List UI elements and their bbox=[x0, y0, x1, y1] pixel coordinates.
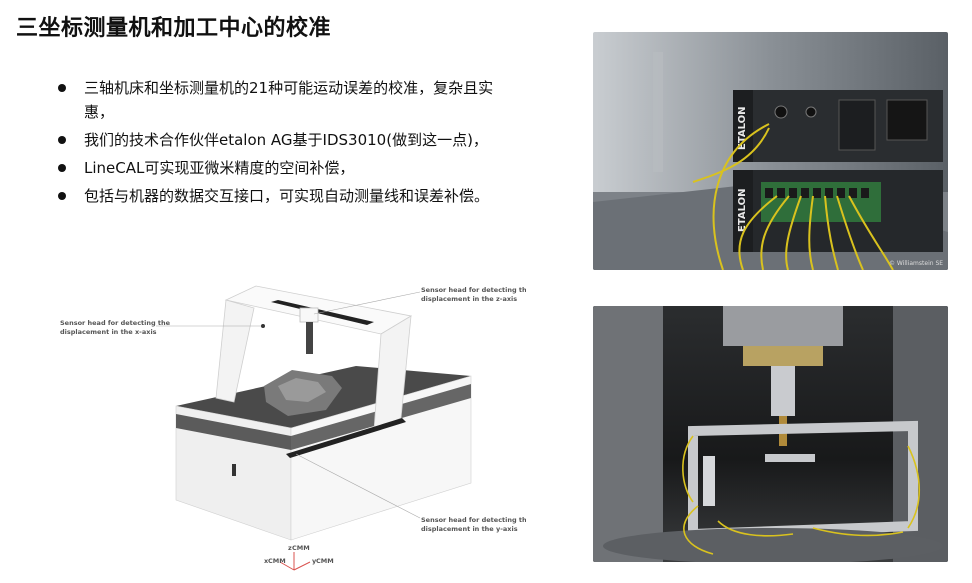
page-title: 三坐标测量机和加工中心的校准 bbox=[16, 16, 332, 41]
rotary-table bbox=[603, 528, 943, 562]
spindle-head bbox=[723, 306, 843, 346]
front-rail bbox=[286, 418, 406, 458]
bullet-item: LineCAL可实现亚微米精度的空间补偿， bbox=[56, 156, 516, 180]
annotation-x-line2: displacement in the x-axis bbox=[60, 328, 157, 336]
sensor-x-dot bbox=[261, 324, 265, 328]
gantry-left-leg bbox=[215, 299, 255, 403]
annotation-y-line2: displacement in the y-axis bbox=[421, 525, 518, 533]
svg-text:CMM: CMM bbox=[268, 557, 286, 565]
photo-credit: © Williamstein SE bbox=[889, 260, 943, 267]
probe-spindle bbox=[306, 322, 313, 354]
annotation-z-line2: displacement in the z-axis bbox=[421, 295, 517, 303]
annotation-x-line1: Sensor head for detecting the bbox=[60, 319, 171, 327]
axis-x-label: x bbox=[264, 557, 269, 565]
svg-text:CMM: CMM bbox=[292, 544, 310, 552]
etalon-brand-lower: ETALON bbox=[737, 188, 748, 232]
axis-z-label: z bbox=[288, 544, 292, 552]
etalon-device-photo: ETALON ETALON © Williamstein SE bbox=[593, 32, 948, 270]
cmm-base-side bbox=[290, 375, 472, 541]
gantry-right-leg bbox=[373, 315, 412, 431]
cmm-slot bbox=[232, 464, 236, 476]
axis-y-label: y bbox=[312, 557, 317, 565]
annotation-z-line1: Sensor head for detecting the bbox=[421, 286, 526, 294]
bullet-list: 三轴机床和坐标测量机的21种可能运动误差的校准，复杂且实惠， 我们的技术合作伙伴… bbox=[56, 76, 516, 212]
bullet-item: 三轴机床和坐标测量机的21种可能运动误差的校准，复杂且实惠， bbox=[56, 76, 516, 124]
etalon-brand-upper: ETALON bbox=[737, 106, 748, 150]
bullet-item: 包括与机器的数据交互接口，可实现自动测量线和误差补偿。 bbox=[56, 184, 516, 208]
bullet-item: 我们的技术合作伙伴etalon AG基于IDS3010(做到这一点)， bbox=[56, 128, 516, 152]
machining-center-photo bbox=[593, 306, 948, 562]
spindle-tool bbox=[771, 366, 795, 416]
svg-text:CMM: CMM bbox=[316, 557, 334, 565]
cmm-base-stripe bbox=[176, 414, 291, 450]
cmm-diagram: Sensor head for detecting the displaceme… bbox=[60, 285, 526, 571]
fixture-frame bbox=[688, 420, 918, 540]
annotation-y-line1: Sensor head for detecting the bbox=[421, 516, 526, 524]
probe-carriage bbox=[299, 307, 319, 323]
